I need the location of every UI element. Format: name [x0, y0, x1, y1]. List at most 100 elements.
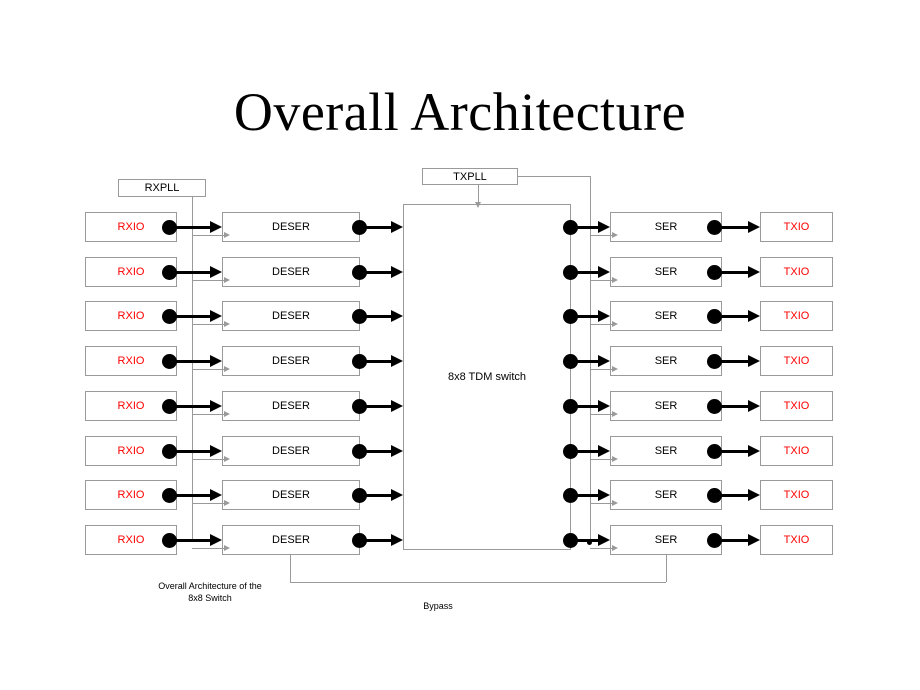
- rxio-to-deser-arrow-5: [176, 444, 222, 457]
- deser-output-dot-4: [351, 398, 367, 414]
- switch-output-dot-4: [562, 398, 578, 414]
- txpll-clock-tap-dot: [587, 540, 592, 545]
- deser-box-7-label: DESER: [272, 534, 310, 546]
- rxio-box-2-label: RXIO: [117, 310, 145, 322]
- rxio-box-0-label: RXIO: [117, 221, 145, 233]
- switch-to-ser-arrow-2: [577, 309, 610, 322]
- txpll-clock-feed-3: [590, 366, 618, 372]
- txio-box-6-label: TXIO: [783, 489, 810, 501]
- ser-box-7-label: SER: [654, 534, 678, 546]
- txpll-to-switch-arrow: [475, 185, 481, 208]
- switch-to-ser-arrow-7: [577, 533, 610, 546]
- ser-box-5-label: SER: [654, 445, 678, 457]
- page-title: Overall Architecture: [233, 82, 687, 142]
- deser-box-0-label: DESER: [272, 221, 310, 233]
- deser-to-switch-arrow-2: [366, 309, 403, 322]
- ser-box-0-label: SER: [654, 221, 678, 233]
- switch-output-dot-2: [562, 308, 578, 324]
- rxio-output-dot-1: [161, 264, 177, 280]
- rxio-output-dot-0: [161, 219, 177, 235]
- rxpll-clock-feed-5: [192, 456, 230, 462]
- ser-box-2-label: SER: [654, 310, 678, 322]
- ser-to-txio-arrow-2: [721, 309, 760, 322]
- ser-to-txio-arrow-5: [721, 444, 760, 457]
- rxio-to-deser-arrow-7: [176, 533, 222, 546]
- tdm-switch-box: 8x8 TDM switch: [403, 204, 571, 550]
- deser-to-switch-arrow-1: [366, 265, 403, 278]
- switch-to-ser-arrow-1: [577, 265, 610, 278]
- txpll-clock-feed-4: [590, 411, 618, 417]
- rxio-box-4-label: RXIO: [117, 400, 145, 412]
- switch-output-dot-0: [562, 219, 578, 235]
- rxpll-clock-feed-0: [192, 232, 230, 238]
- deser-box-2: DESER: [222, 301, 360, 331]
- deser-output-dot-2: [351, 308, 367, 324]
- switch-output-dot-3: [562, 353, 578, 369]
- rxio-output-dot-7: [161, 532, 177, 548]
- ser-output-dot-4: [706, 398, 722, 414]
- txio-box-0: TXIO: [760, 212, 833, 242]
- rxio-output-dot-2: [161, 308, 177, 324]
- ser-output-dot-5: [706, 443, 722, 459]
- rxio-box-3-label: RXIO: [117, 355, 145, 367]
- deser-box-4: DESER: [222, 391, 360, 421]
- txio-box-4: TXIO: [760, 391, 833, 421]
- ser-box-7: SER: [610, 525, 722, 555]
- txio-box-2: TXIO: [760, 301, 833, 331]
- deser-box-0: DESER: [222, 212, 360, 242]
- ser-box-0: SER: [610, 212, 722, 242]
- ser-box-3: SER: [610, 346, 722, 376]
- bypass-down-segment: [290, 550, 291, 582]
- rxio-box-2: RXIO: [85, 301, 177, 331]
- txpll-clock-feed-1: [590, 277, 618, 283]
- switch-to-ser-arrow-4: [577, 399, 610, 412]
- rxio-to-deser-arrow-1: [176, 265, 222, 278]
- deser-box-7: DESER: [222, 525, 360, 555]
- deser-to-switch-arrow-6: [366, 488, 403, 501]
- txio-box-1-label: TXIO: [783, 266, 810, 278]
- rxio-to-deser-arrow-2: [176, 309, 222, 322]
- rxio-box-1-label: RXIO: [117, 266, 145, 278]
- txio-box-6: TXIO: [760, 480, 833, 510]
- deser-to-switch-arrow-5: [366, 444, 403, 457]
- ser-to-txio-arrow-3: [721, 354, 760, 367]
- deser-box-1-label: DESER: [272, 266, 310, 278]
- txio-box-5: TXIO: [760, 436, 833, 466]
- ser-output-dot-0: [706, 219, 722, 235]
- ser-box-1: SER: [610, 257, 722, 287]
- ser-to-txio-arrow-6: [721, 488, 760, 501]
- rxpll-clock-feed-7: [192, 545, 230, 551]
- deser-box-5-label: DESER: [272, 445, 310, 457]
- rxio-to-deser-arrow-6: [176, 488, 222, 501]
- rxpll-clock-feed-6: [192, 500, 230, 506]
- switch-output-dot-6: [562, 487, 578, 503]
- rxpll-clock-feed-4: [192, 411, 230, 417]
- ser-to-txio-arrow-1: [721, 265, 760, 278]
- deser-output-dot-3: [351, 353, 367, 369]
- ser-to-txio-arrow-7: [721, 533, 760, 546]
- deser-to-switch-arrow-7: [366, 533, 403, 546]
- deser-output-dot-5: [351, 443, 367, 459]
- rxio-output-dot-5: [161, 443, 177, 459]
- switch-to-ser-arrow-0: [577, 220, 610, 233]
- ser-to-txio-arrow-4: [721, 399, 760, 412]
- ser-box-2: SER: [610, 301, 722, 331]
- rxpll-clock-feed-3: [192, 366, 230, 372]
- txio-box-0-label: TXIO: [783, 221, 810, 233]
- deser-box-4-label: DESER: [272, 400, 310, 412]
- ser-box-1-label: SER: [654, 266, 678, 278]
- rxio-to-deser-arrow-0: [176, 220, 222, 233]
- deser-output-dot-0: [351, 219, 367, 235]
- ser-output-dot-1: [706, 264, 722, 280]
- txio-box-1: TXIO: [760, 257, 833, 287]
- txpll-clock-feed-7: [590, 545, 618, 551]
- rxio-to-deser-arrow-4: [176, 399, 222, 412]
- txpll-clock-feed-2: [590, 321, 618, 327]
- deser-box-5: DESER: [222, 436, 360, 466]
- txpll-label: TXPLL: [453, 170, 487, 183]
- ser-box-4-label: SER: [654, 400, 678, 412]
- txpll-clock-branch-top: [518, 176, 590, 177]
- ser-output-dot-2: [706, 308, 722, 324]
- switch-output-dot-7: [562, 532, 578, 548]
